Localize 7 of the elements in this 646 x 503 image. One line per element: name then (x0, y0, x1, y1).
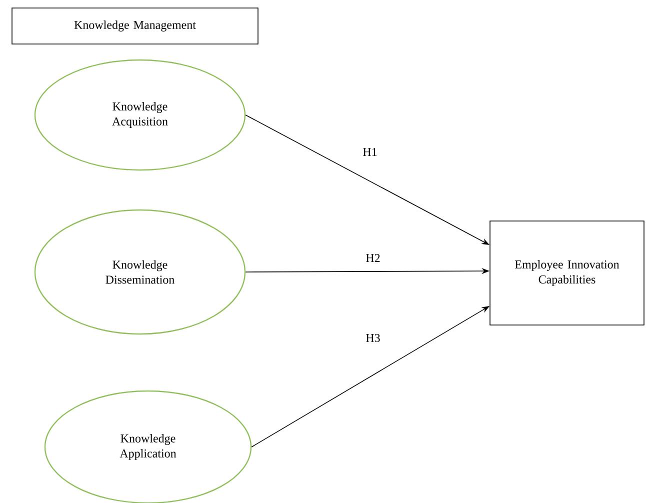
edge-label: H3 (364, 332, 382, 344)
edge-label: H2 (364, 253, 382, 263)
ellipse-node: Knowledge Acquisition (34, 59, 246, 171)
ellipse-node: Knowledge Dissemination (34, 209, 246, 335)
outcome-box: Employee Innovation Capabilities (490, 220, 644, 326)
edge-label: H1 (362, 147, 378, 157)
title-box: Knowledge Management (12, 8, 258, 44)
